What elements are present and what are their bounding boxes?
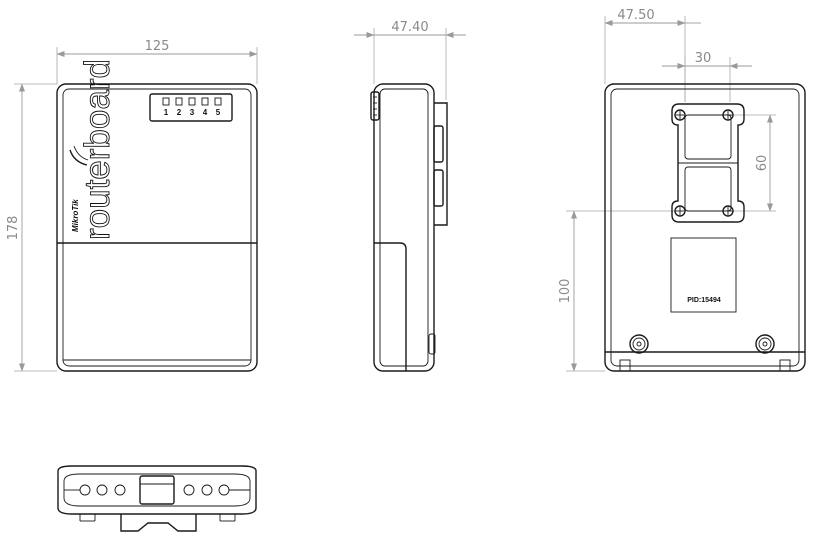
front-enclosure <box>56 83 258 372</box>
side-mount-bracket <box>434 102 448 226</box>
back-view: 47.50 30 60 100 <box>558 8 806 372</box>
brand-maker-text: MikroTik <box>71 199 80 232</box>
led-label-4: 4 <box>203 108 208 117</box>
front-height-label: 178 <box>6 216 21 241</box>
back-depth-label: 47.50 <box>617 8 654 23</box>
brand-logo: routerboard MikroTik <box>69 59 117 240</box>
front-height-dimension: 178 <box>6 83 57 372</box>
led-panel: 1 2 3 4 5 <box>149 93 233 122</box>
mount-height-dimension: 100 <box>558 210 677 372</box>
bottom-enclosure <box>57 465 257 515</box>
back-enclosure <box>604 83 806 372</box>
bottom-view <box>57 465 257 532</box>
mount-spacing-h-label: 30 <box>695 51 712 66</box>
side-depth-dimension: 47.40 <box>354 20 466 100</box>
side-depth-label: 47.40 <box>391 20 428 35</box>
front-width-label: 125 <box>145 39 170 54</box>
mount-hole-icon <box>722 109 734 121</box>
mount-height-label: 100 <box>558 279 573 304</box>
front-view: 125 178 1 2 3 4 5 routerb <box>6 39 258 372</box>
drain-hole-icon <box>96 484 108 496</box>
product-label <box>670 237 737 313</box>
led-label-1: 1 <box>164 108 169 117</box>
brand-swoosh-icon <box>69 149 88 166</box>
antenna-connector-left <box>629 334 649 354</box>
drain-hole-icon <box>114 484 126 496</box>
mount-spacing-h-dimension: 30 <box>662 51 752 102</box>
drain-hole-icon <box>201 484 213 496</box>
led-label-3: 3 <box>190 108 195 117</box>
mount-hole-icon <box>722 205 734 217</box>
mount-plate <box>671 103 745 223</box>
mount-spacing-v-dimension: 60 <box>730 114 776 212</box>
drain-hole-icon <box>218 484 230 496</box>
led-label-5: 5 <box>216 108 221 117</box>
antenna-connector-right <box>755 334 775 354</box>
led-label-2: 2 <box>177 108 182 117</box>
mount-spacing-v-label: 60 <box>755 155 770 172</box>
drain-hole-icon <box>183 484 195 496</box>
mount-hole-icon <box>674 109 686 121</box>
brand-logo-text: routerboard <box>78 59 117 240</box>
back-depth-dimension: 47.50 <box>604 8 701 102</box>
side-enclosure <box>373 83 435 372</box>
front-width-dimension: 125 <box>56 39 258 84</box>
side-view: 47.40 <box>354 20 466 372</box>
mount-hole-icon <box>674 205 686 217</box>
pid-label: PID:15494 <box>687 297 721 304</box>
drain-hole-icon <box>79 484 91 496</box>
bottom-connector-block <box>139 475 175 505</box>
